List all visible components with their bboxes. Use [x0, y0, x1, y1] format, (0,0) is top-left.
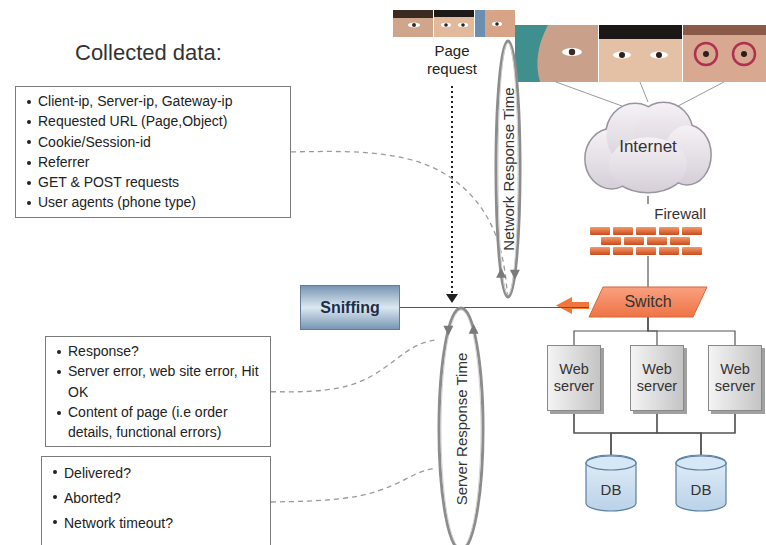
bullet-item: Response?	[56, 341, 262, 361]
connector-line	[647, 196, 648, 204]
node-label: Sniffing	[320, 299, 380, 317]
page-request-arrow	[446, 86, 458, 303]
switch-shape: Switch	[589, 287, 707, 317]
bullet-item: Client-ip, Server-ip, Gateway-ip	[26, 91, 282, 111]
connector-line	[574, 317, 648, 345]
mirror-arrow	[556, 297, 589, 314]
connector-line	[400, 307, 589, 308]
photo-to-cloud-lines	[556, 82, 724, 106]
sniffing-box: Sniffing	[300, 285, 400, 330]
node-label: DB	[691, 481, 712, 498]
bullet-item: Server error, web site error, Hit OK	[56, 361, 262, 402]
node-label: Switch	[624, 293, 671, 311]
connector-line	[647, 256, 648, 287]
connector-line	[648, 317, 735, 345]
bullet-item: Content of page (i.e order details, func…	[56, 402, 262, 443]
server-box: Web server	[708, 345, 762, 411]
timing-loop: Network Response Time	[493, 38, 523, 300]
heading: Collected data:	[75, 40, 222, 66]
bullet-item: User agents (phone type)	[26, 192, 282, 212]
bullet-item: GET & POST requests	[26, 172, 282, 192]
node-label: Web server	[633, 361, 681, 394]
node-label: Firewall	[586, 204, 710, 224]
bullet-item: Referrer	[26, 152, 282, 172]
bullet-item: Cookie/Session-id	[26, 132, 282, 152]
annotation-label: Page request	[416, 42, 488, 78]
server-box: Web server	[630, 345, 684, 411]
leader-line	[291, 151, 508, 300]
node-label: Internet	[619, 137, 677, 157]
bullet-item: Network timeout?	[52, 511, 262, 536]
user-photos	[393, 10, 766, 82]
leader-line	[271, 340, 436, 392]
server-box: Web server	[547, 345, 601, 411]
node-label: Network Response Time	[500, 87, 517, 250]
connector-line	[701, 411, 735, 455]
data-list-box: Response?Server error, web site error, H…	[45, 336, 271, 447]
bullet-item: Aborted?	[52, 486, 262, 511]
bullet-item: Delivered?	[52, 461, 262, 486]
node-label: Web server	[711, 361, 759, 394]
internet-cloud: Internet	[583, 98, 713, 196]
node-label: Web server	[550, 361, 598, 394]
connector-line	[611, 411, 735, 455]
database-cylinder: DB	[585, 455, 637, 511]
node-label: DB	[601, 481, 622, 498]
data-list-box: Delivered?Aborted?Network timeout?	[41, 456, 271, 545]
database-cylinder: DB	[675, 455, 727, 511]
data-list-box: Client-ip, Server-ip, Gateway-ipRequeste…	[15, 86, 291, 218]
firewall-icon: Firewall	[586, 204, 710, 256]
leader-line	[271, 469, 436, 502]
bullet-item: Requested URL (Page,Object)	[26, 111, 282, 131]
node-label: Server Response Time	[453, 353, 470, 506]
timing-loop: Server Response Time	[436, 305, 486, 545]
